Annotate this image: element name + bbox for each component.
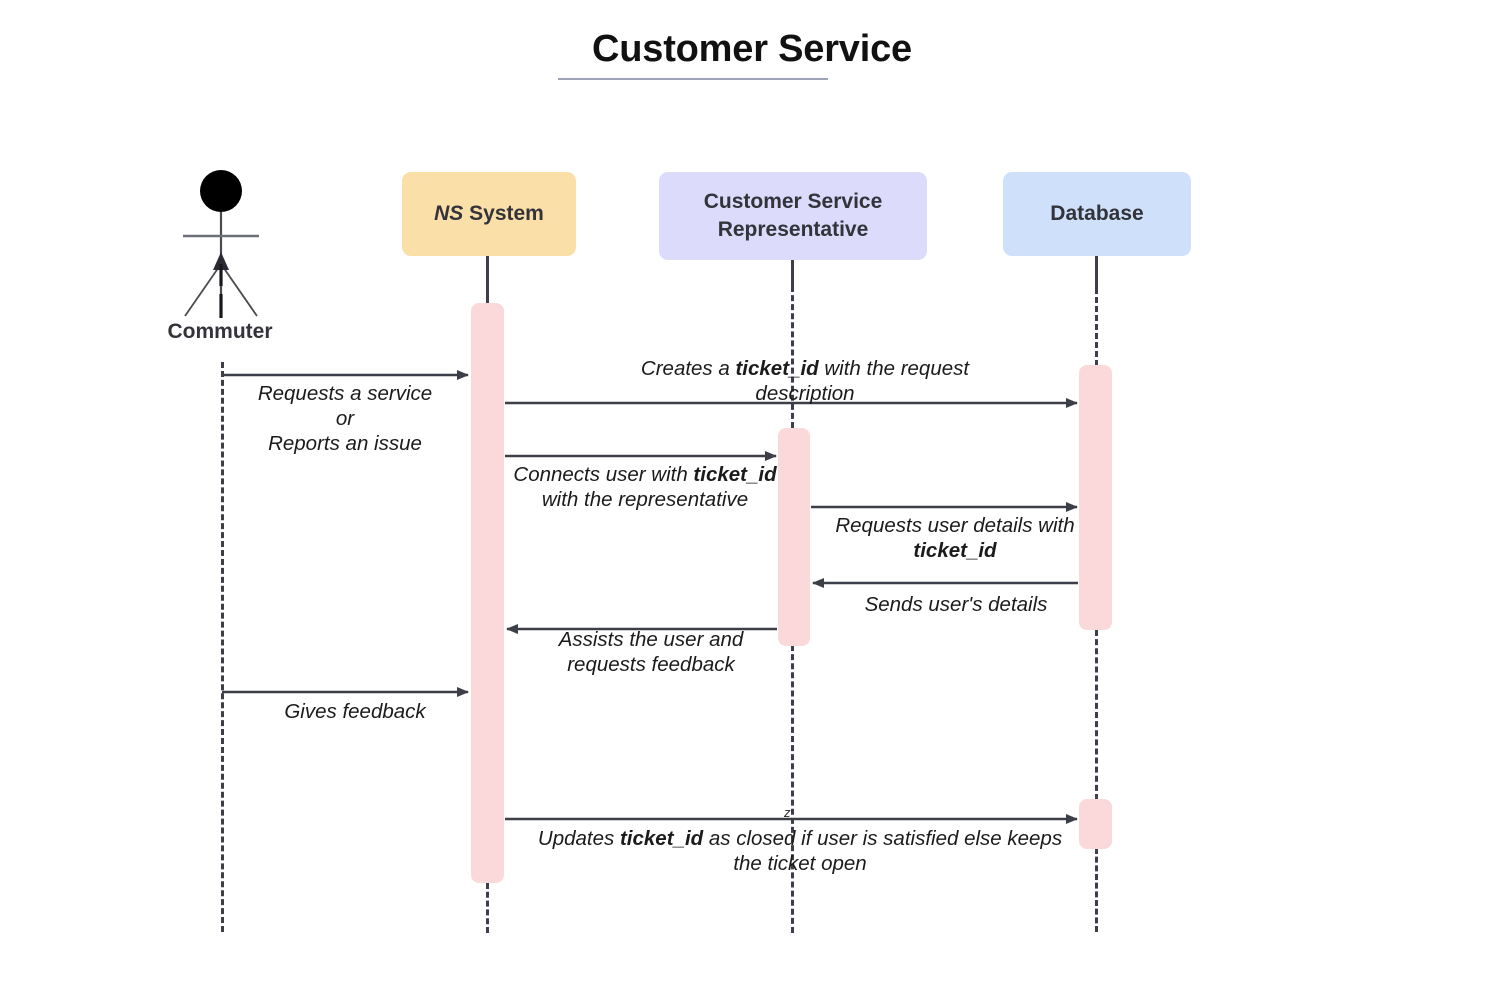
message-label-m2-pre: Creates a — [640, 357, 736, 380]
lifeline-csr-stub — [791, 260, 794, 286]
actor-arrowhead-artifact — [213, 252, 229, 270]
actor-right-leg-line — [220, 263, 258, 317]
actor-commuter-label: Commuter — [167, 320, 273, 343]
participant-ns-system-label-rest: System — [463, 202, 544, 226]
message-label-m1-line3: Reports an issue — [268, 432, 422, 455]
lifeline-database-upper — [1095, 288, 1098, 366]
lifeline-database-lower — [1095, 848, 1098, 932]
activation-database-1 — [1079, 365, 1112, 630]
message-label-m4: Requests user details with ticket_id — [820, 513, 1090, 563]
message-label-m2-post: with the request — [818, 357, 970, 380]
actor-commuter-figure — [183, 170, 259, 318]
message-label-m2-bold: ticket_id — [735, 357, 819, 380]
message-label-m6: Assists the user and requests feedback — [520, 627, 782, 677]
participant-ns-system-label: NS System — [434, 200, 544, 228]
participant-ns-system[interactable]: NS System — [402, 172, 576, 256]
message-label-m3-line1: Connects user with ticket_id — [500, 462, 790, 487]
message-label-m8-post: as closed if user is satisfied else keep… — [703, 827, 1063, 850]
message-label-m8-bold: ticket_id — [619, 827, 704, 850]
message-label-m1-line2: or — [335, 407, 355, 430]
activation-ns-system — [471, 303, 504, 883]
message-label-m8-line1: Updates ticket_id as closed if user is s… — [510, 826, 1090, 851]
participant-database-label: Database — [1050, 202, 1144, 226]
message-label-m1-line1: Requests a service — [257, 382, 433, 405]
message-label-m7: Gives feedback — [230, 699, 480, 724]
actor-head-icon — [200, 170, 242, 212]
participant-ns-system-label-italic: NS — [434, 202, 464, 226]
message-label-m3-pre: Connects user with — [513, 463, 694, 486]
participant-csr-label-line1: Customer Service — [703, 190, 883, 214]
message-label-m2-line1: Creates a ticket_id with the request — [600, 356, 1010, 381]
activation-csr — [778, 428, 810, 646]
message-label-m8-line2: the ticket open — [733, 852, 867, 875]
message-label-m5-line1: Sends user's details — [864, 593, 1048, 616]
lifeline-ns-system — [486, 883, 489, 933]
lifeline-csr-upper — [791, 286, 794, 428]
message-label-m4-line2: ticket_id — [820, 538, 1090, 563]
message-label-m2: Creates a ticket_id with the request des… — [600, 356, 1010, 406]
message-label-m4-bold: ticket_id — [913, 539, 997, 562]
message-label-m2-line2: description — [755, 382, 855, 405]
message-label-m6-line1: Assists the user and — [558, 628, 744, 651]
lifeline-csr-lower — [791, 645, 794, 933]
title-underline — [558, 78, 828, 80]
lifeline-commuter — [221, 362, 224, 932]
lifeline-crossing-artifact: z — [784, 805, 791, 820]
page-title: Customer Service — [592, 28, 912, 70]
participant-database[interactable]: Database — [1003, 172, 1191, 256]
message-label-m6-line2: requests feedback — [567, 653, 735, 676]
message-label-m3-bold: ticket_id — [693, 463, 777, 486]
message-label-m3: Connects user with ticket_id with the re… — [500, 462, 790, 512]
message-label-m8-pre: Updates — [537, 827, 620, 850]
message-label-m7-line1: Gives feedback — [284, 700, 426, 723]
message-label-m8: Updates ticket_id as closed if user is s… — [510, 826, 1090, 876]
lifeline-ns-system-stub — [486, 256, 489, 304]
message-label-m1: Requests a service or Reports an issue — [200, 381, 490, 456]
activation-database-2 — [1079, 799, 1112, 849]
message-label-m4-line1: Requests user details with — [835, 514, 1075, 537]
actor-left-leg-line — [184, 263, 222, 317]
message-label-m3-line2: with the representative — [541, 488, 749, 511]
lifeline-database-stub — [1095, 256, 1098, 288]
participant-csr-label-line2: Representative — [717, 218, 869, 241]
message-label-m5: Sends user's details — [825, 592, 1087, 617]
lifeline-database-mid — [1095, 630, 1098, 800]
